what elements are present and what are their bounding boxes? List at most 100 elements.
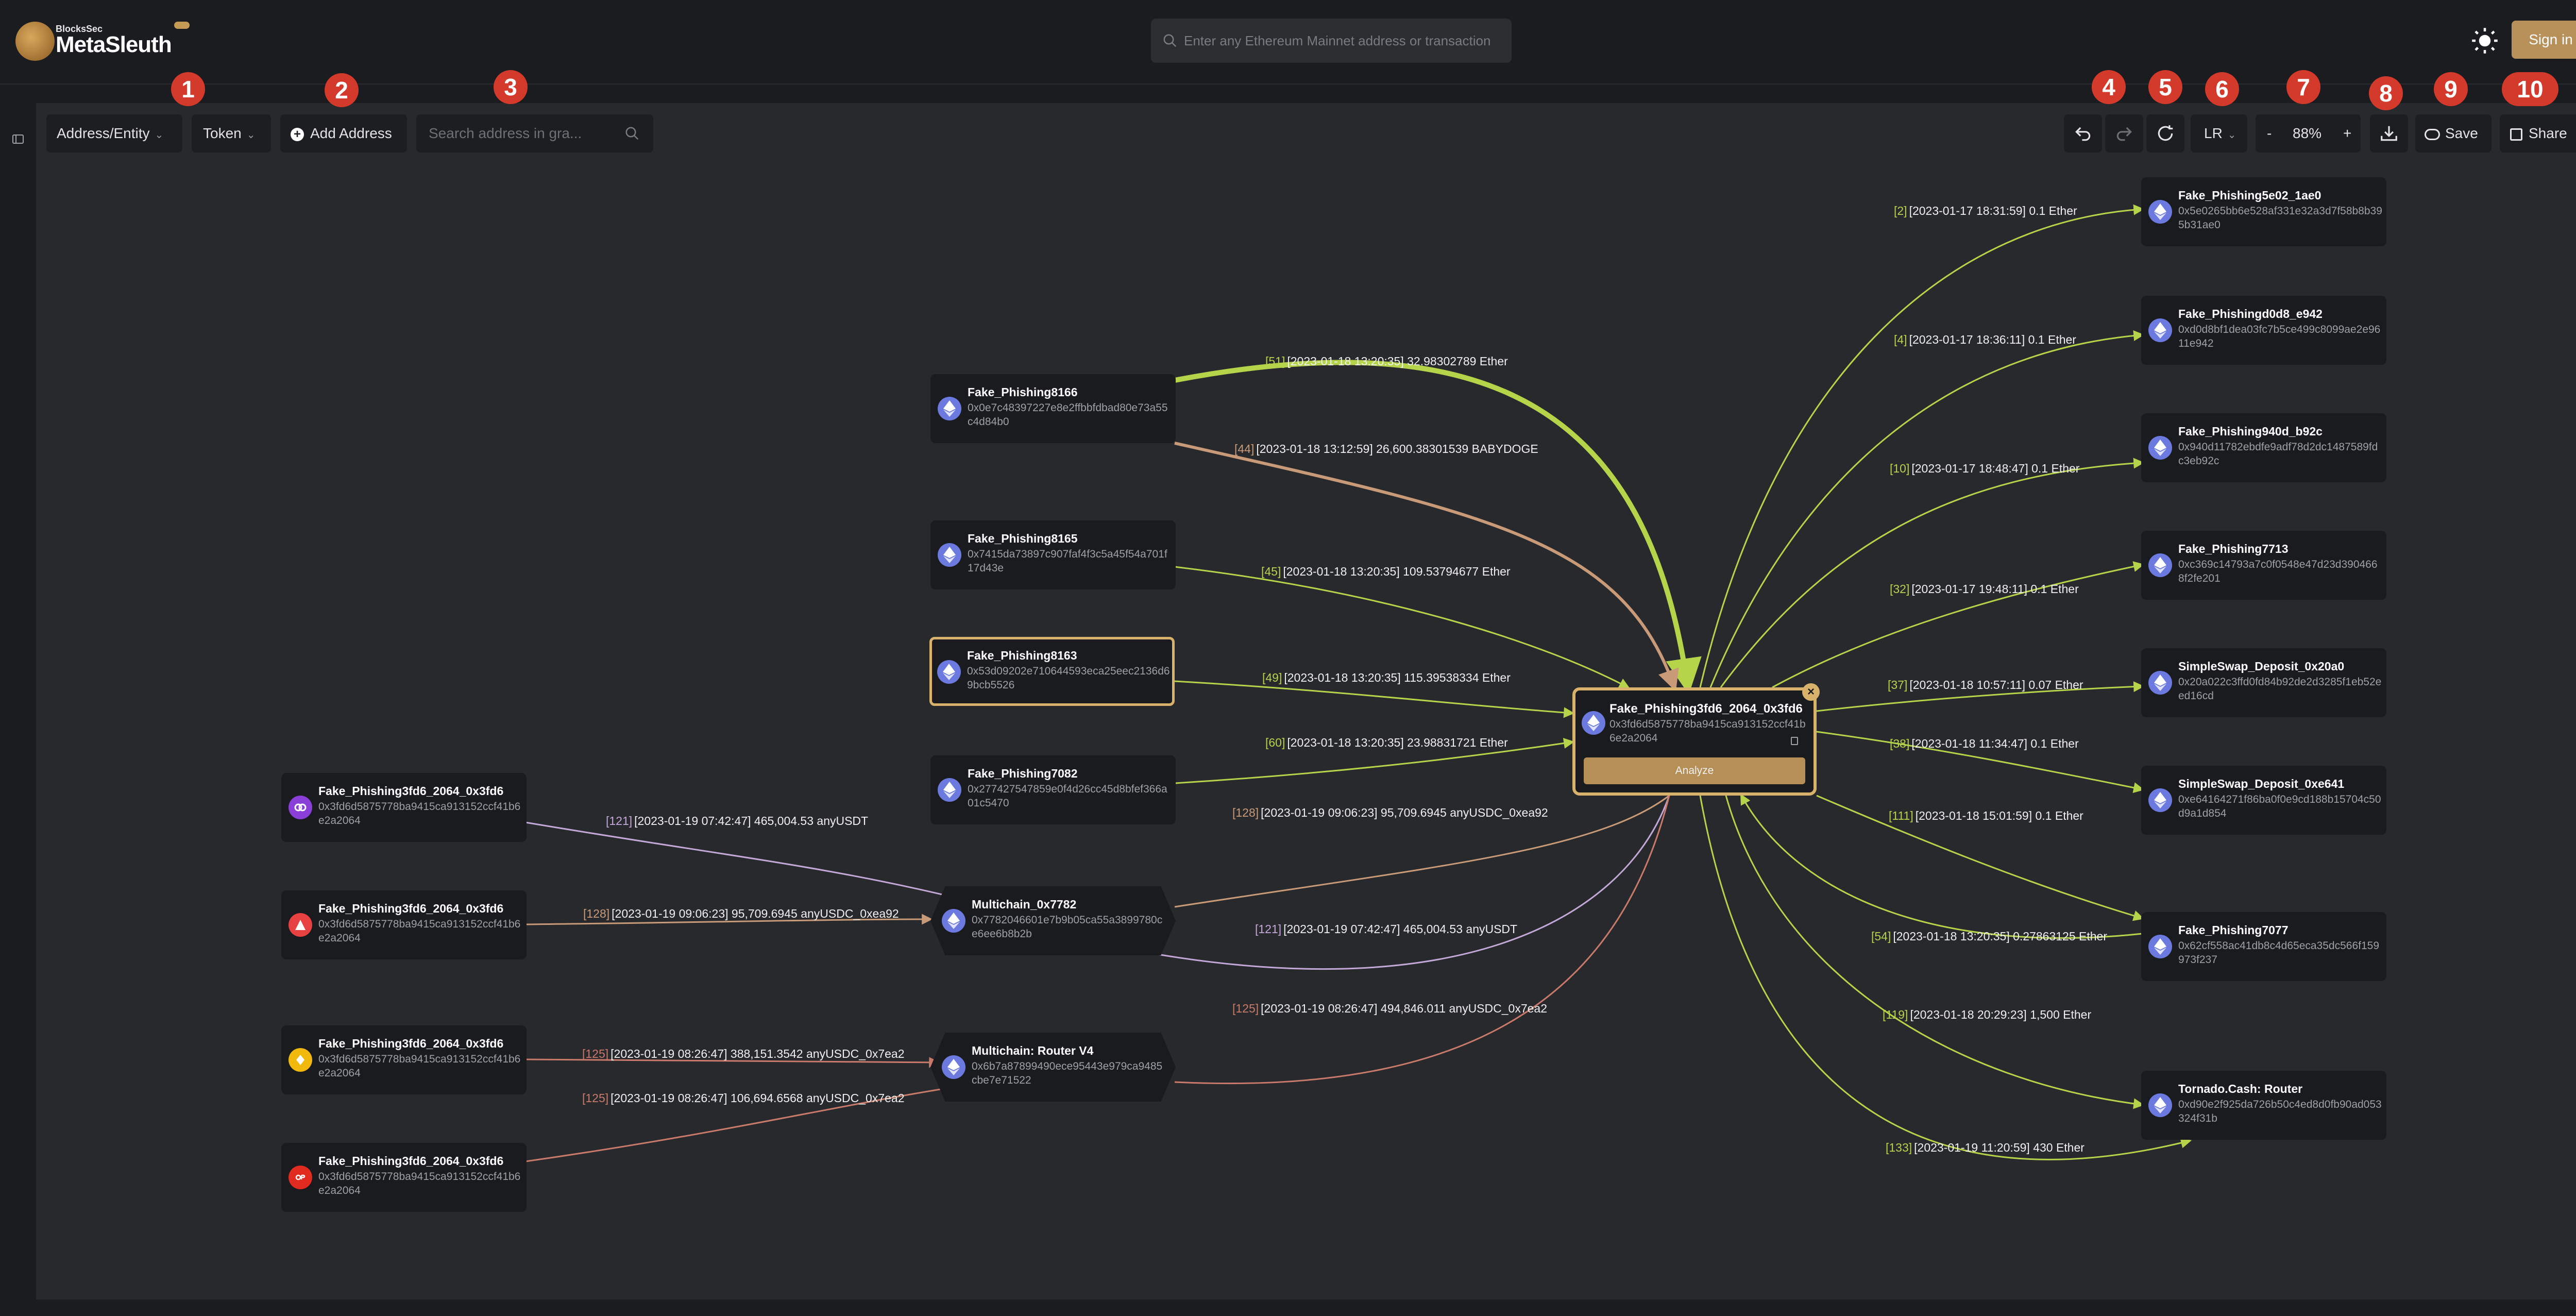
view-mode-value: Address/Entity — [57, 125, 150, 141]
edge-count: [45] — [1261, 565, 1281, 578]
redo-button[interactable] — [2105, 114, 2143, 153]
edge-label[interactable]: [54][2023-01-18 13:20:35] 0.27863125 Eth… — [1871, 930, 2107, 943]
node-address: 0x0e7c48397227e8e2ffbbfdbad80e73a55c4d84… — [968, 402, 1168, 428]
edge-label[interactable]: [125][2023-01-19 08:26:47] 388,151.3542 … — [582, 1047, 904, 1061]
node-name: Multichain: Router V4 — [972, 1044, 1094, 1057]
edge-label[interactable]: [125][2023-01-19 08:26:47] 106,694.6568 … — [582, 1091, 904, 1105]
edge-label[interactable]: [121][2023-01-19 07:42:47] 465,004.53 an… — [1255, 922, 1517, 936]
edge-text: [2023-01-18 15:01:59] 0.1 Ether — [1915, 809, 2083, 822]
share-button[interactable]: Share — [2500, 114, 2576, 153]
edge-label[interactable]: [49][2023-01-18 13:20:35] 115.39538334 E… — [1262, 671, 1511, 685]
edge-count: [38] — [1890, 737, 1910, 750]
brand-small: BlocksSec — [56, 24, 103, 34]
graph-node[interactable]: Fake_Phishing3fd6_2064_0x3fd6 0x3fd6d587… — [281, 890, 527, 959]
edge-count: [133] — [1886, 1141, 1912, 1154]
edge-label[interactable]: [38][2023-01-18 11:34:47] 0.1 Ether — [1890, 737, 2079, 751]
edge-text: [2023-01-17 18:36:11] 0.1 Ether — [1909, 333, 2076, 346]
copy-icon[interactable] — [1791, 737, 1798, 745]
edge-count: [54] — [1871, 930, 1891, 943]
edge-label[interactable]: [60][2023-01-18 13:20:35] 23.98831721 Et… — [1265, 736, 1508, 750]
edge-count: [4] — [1894, 333, 1907, 346]
node-address: 0x5e0265bb6e528af331e32a3d7f58b8b395b31a… — [2178, 205, 2382, 231]
chevron-down-icon: ⌄ — [2227, 129, 2236, 141]
add-address-button[interactable]: +Add Address — [280, 114, 407, 153]
edge-label[interactable]: [125][2023-01-19 08:26:47] 494,846.011 a… — [1232, 1002, 1547, 1016]
graph-node[interactable]: Fake_Phishing7077 0x62cf558ac41db8c4d65e… — [2141, 912, 2386, 981]
graph-node[interactable]: Fake_Phishing3fd6_2064_0x3fd6 0x3fd6d587… — [281, 1143, 527, 1212]
edge-text: [2023-01-17 19:48:11] 0.1 Ether — [1911, 582, 2079, 596]
graph-node[interactable]: Fake_Phishingd0d8_e942 0xd0d8bf1dea03fc7… — [2141, 296, 2386, 365]
edge-text: [2023-01-18 13:20:35] 23.98831721 Ether — [1287, 736, 1508, 749]
node-address: 0x3fd6d5875778ba9415ca913152ccf41b6e2a20… — [318, 801, 521, 826]
view-mode-select[interactable]: Address/Entity ⌄ — [46, 114, 182, 153]
edge-label[interactable]: [4][2023-01-17 18:36:11] 0.1 Ether — [1894, 333, 2076, 347]
zoom-in-button[interactable]: + — [2343, 125, 2352, 141]
graph-node[interactable]: Fake_Phishing940d_b92c 0x940d11782ebdfe9… — [2141, 413, 2386, 482]
edge-count: [119] — [1883, 1008, 1908, 1021]
chevron-down-icon: ⌄ — [155, 129, 164, 141]
sun-icon[interactable] — [2471, 27, 2499, 55]
edge-label[interactable]: [37][2023-01-18 10:57:11] 0.07 Ether — [1888, 678, 2083, 692]
graph-node[interactable]: SimpleSwap_Deposit_0x20a0 0x20a022c3ffd0… — [2141, 648, 2386, 717]
edge-label[interactable]: [51][2023-01-18 13:20:35] 32.98302789 Et… — [1265, 355, 1508, 368]
logo[interactable]: BlocksSec MetaSleuth — [15, 20, 190, 66]
graph-node[interactable]: Fake_Phishing5e02_1ae0 0x5e0265bb6e528af… — [2141, 177, 2386, 246]
sign-in-button[interactable]: Sign in — [2512, 21, 2576, 59]
ethereum-icon — [2148, 200, 2172, 224]
edge-label[interactable]: [111][2023-01-18 15:01:59] 0.1 Ether — [1889, 809, 2083, 823]
save-button[interactable]: Save — [2415, 114, 2492, 153]
ethereum-icon — [2148, 671, 2172, 695]
graph-node[interactable]: Tornado.Cash: Router 0xd90e2f925da726b50… — [2141, 1071, 2386, 1140]
graph-contract-node[interactable]: Multichain: Router V4 0x6b7a87899490ece9… — [930, 1033, 1176, 1102]
edge-label[interactable]: [45][2023-01-18 13:20:35] 109.53794677 E… — [1261, 565, 1511, 579]
graph-node[interactable]: Fake_Phishing7713 0xc369c14793a7c0f0548e… — [2141, 531, 2386, 600]
graph-node[interactable]: SimpleSwap_Deposit_0xe641 0xe64164271f86… — [2141, 766, 2386, 835]
edge-label[interactable]: [133][2023-01-19 11:20:59] 430 Ether — [1886, 1141, 2084, 1155]
graph-search[interactable] — [416, 114, 653, 153]
node-address: 0x3fd6d5875778ba9415ca913152ccf41b6e2a20… — [318, 1171, 521, 1196]
token-filter-select[interactable]: Token⌄ — [192, 114, 271, 153]
zoom-out-button[interactable]: - — [2267, 125, 2272, 141]
global-search-input[interactable] — [1184, 19, 1503, 63]
analyze-button[interactable]: Analyze — [1584, 757, 1805, 784]
edge-label[interactable]: [2][2023-01-17 18:31:59] 0.1 Ether — [1894, 204, 2077, 218]
ethereum-icon — [2148, 436, 2172, 460]
add-address-label: Add Address — [310, 125, 392, 141]
ethereum-icon — [2148, 935, 2172, 958]
node-address: 0x6b7a87899490ece95443e979ca9485cbe7e715… — [972, 1060, 1163, 1086]
graph-node[interactable]: Fake_Phishing8166 0x0e7c48397227e8e2ffbb… — [930, 374, 1176, 443]
edge-label[interactable]: [121][2023-01-19 07:42:47] 465,004.53 an… — [606, 814, 868, 828]
undo-button[interactable] — [2064, 114, 2102, 153]
edge-count: [51] — [1265, 355, 1285, 368]
graph-search-input[interactable] — [429, 114, 614, 153]
annotation-badge-9: 9 — [2434, 72, 2468, 106]
graph-node[interactable]: Fake_Phishing3fd6_2064_0x3fd6 0x3fd6d587… — [281, 773, 527, 842]
edge-text: [2023-01-18 13:20:35] 115.39538334 Ether — [1284, 671, 1511, 684]
edge-text: [2023-01-19 08:26:47] 494,846.011 anyUSD… — [1261, 1002, 1547, 1015]
share-label: Share — [2529, 125, 2567, 141]
graph-node-selected[interactable]: Fake_Phishing8163 0x53d09202e710644593ec… — [929, 637, 1175, 706]
global-search[interactable] — [1151, 19, 1512, 63]
graph-node[interactable]: Fake_Phishing3fd6_2064_0x3fd6 0x3fd6d587… — [281, 1025, 527, 1094]
graph-contract-node[interactable]: Multichain_0x7782 0x7782046601e7b9b05ca5… — [930, 886, 1176, 955]
close-icon[interactable]: × — [1802, 683, 1820, 701]
graph-node[interactable]: Fake_Phishing8165 0x7415da73897c907faf4f… — [930, 520, 1176, 589]
edge-label[interactable]: [10][2023-01-17 18:48:47] 0.1 Ether — [1890, 462, 2079, 476]
refresh-button[interactable] — [2146, 114, 2184, 153]
download-button[interactable] — [2370, 114, 2408, 153]
undo-icon — [2075, 127, 2091, 141]
node-address: 0x62cf558ac41db8c4d65eca35dc566f159973f2… — [2178, 940, 2380, 966]
layout-direction-select[interactable]: LR⌄ — [2191, 114, 2247, 153]
edge-label[interactable]: [32][2023-01-17 19:48:11] 0.1 Ether — [1890, 582, 2079, 596]
edge-label[interactable]: [128][2023-01-19 09:06:23] 95,709.6945 a… — [1232, 806, 1548, 820]
edge-label[interactable]: [44][2023-01-18 13:12:59] 26,600.3830153… — [1234, 442, 1538, 456]
edge-label[interactable]: [128][2023-01-19 09:06:23] 95,709.6945 a… — [583, 907, 899, 921]
refresh-icon — [2158, 125, 2173, 141]
node-address: 0x3fd6d5875778ba9415ca913152ccf41b6e2a20… — [318, 1053, 521, 1079]
node-name: Fake_Phishing3fd6_2064_0x3fd6 — [318, 784, 504, 798]
logo-mark-icon — [15, 22, 55, 61]
edge-label[interactable]: [119][2023-01-18 20:29:23] 1,500 Ether — [1883, 1008, 2091, 1022]
sidebar-toggle-icon[interactable] — [11, 133, 25, 145]
focus-node[interactable]: Fake_Phishing3fd6_2064_0x3fd6 0x3fd6d587… — [1572, 683, 1820, 796]
graph-node[interactable]: Fake_Phishing7082 0x277427547859e0f4d26c… — [930, 755, 1176, 824]
